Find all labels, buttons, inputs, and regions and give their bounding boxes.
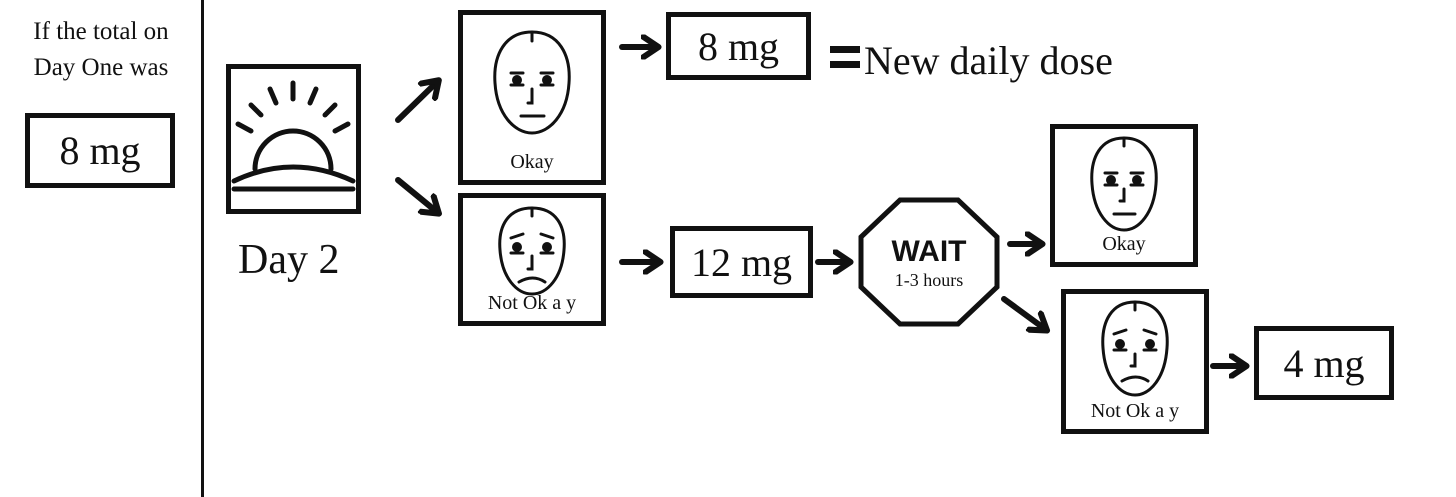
day-one-dose: 8 mg <box>59 128 141 173</box>
day-label: Day 2 <box>238 237 340 283</box>
increase-dose-box: 12 mg <box>670 226 813 298</box>
intro-text: If the total on Day One was <box>6 14 196 86</box>
wait-title: WAIT <box>891 235 967 268</box>
okay-face-card: Okay <box>458 10 606 185</box>
arrow-day2-to-okay <box>395 82 437 123</box>
arrow-day2-to-not-okay <box>395 177 437 212</box>
okay-dose-value: 8 mg <box>697 23 780 69</box>
wait-not-okay-face-icon <box>1101 300 1169 397</box>
okay-dose-box: 8 mg <box>666 12 811 80</box>
wait-okay-face-icon <box>1090 136 1158 232</box>
not-okay-label: Not Ok a y <box>487 292 577 314</box>
okay-label: Okay <box>510 151 554 173</box>
sunrise-icon <box>226 64 361 214</box>
intro-line-2: Day One was <box>33 54 169 81</box>
not-okay-face-card: Not Ok a y <box>458 193 606 326</box>
divider-line <box>201 0 204 497</box>
wait-not-okay-label: Not Ok a y <box>1090 400 1180 422</box>
arrow-wait-to-not-okay <box>1001 296 1045 329</box>
wait-subtitle: 1-3 hours <box>894 270 964 290</box>
day-one-dose-box: 8 mg <box>25 113 175 188</box>
intro-line-1: If the total on <box>33 18 169 45</box>
increase-dose-value: 12 mg <box>690 239 793 285</box>
not-okay-face-icon <box>498 206 566 296</box>
wait-okay-label: Okay <box>1102 233 1146 255</box>
equals-sign <box>830 46 860 69</box>
final-dose-value: 4 mg <box>1283 340 1365 386</box>
wait-okay-face-card: Okay <box>1050 124 1198 267</box>
wait-not-okay-face-card: Not Ok a y <box>1061 289 1209 434</box>
wait-stop-sign: WAIT 1-3 hours <box>858 197 1000 327</box>
final-dose-box: 4 mg <box>1254 326 1394 400</box>
okay-face-icon <box>493 30 571 135</box>
new-daily-dose-label: New daily dose <box>864 38 1113 83</box>
